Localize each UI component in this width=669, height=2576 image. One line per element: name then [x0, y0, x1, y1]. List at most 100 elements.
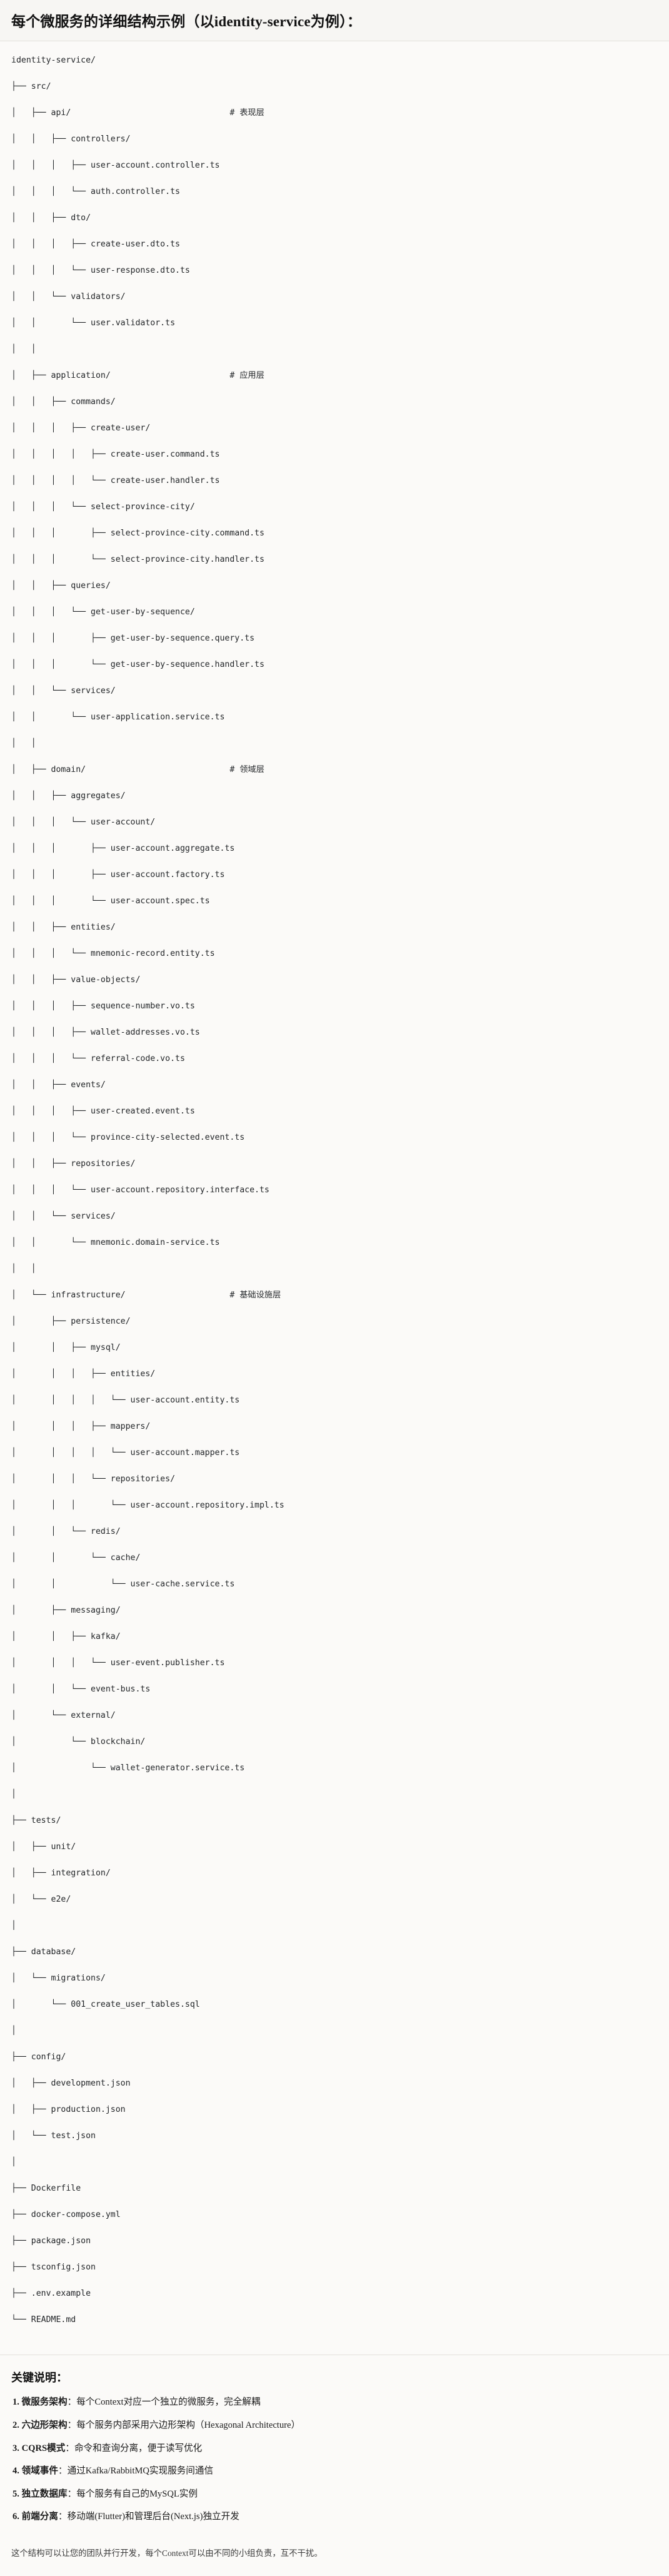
tree-row: │ │ ├── aggregates/ — [11, 789, 658, 803]
tree-row: │ │ │ ├── user-account.controller.ts — [11, 159, 658, 172]
tree-row: │ │ │ └── repositories/ — [11, 1473, 658, 1486]
tree-path: │ └── blockchain/ — [11, 1737, 146, 1747]
tree-row: │ │ ├── value-objects/ — [11, 973, 658, 986]
tree-row: │ │ │ ├── user-account.aggregate.ts — [11, 842, 658, 855]
tree-path: │ │ │ └── referral-code.vo.ts — [11, 1054, 185, 1064]
tree-row: │ └── blockchain/ — [11, 1735, 658, 1748]
tree-path: ├── config/ — [11, 2052, 66, 2062]
tree-path: │ │ │ └── user-response.dto.ts — [11, 266, 190, 276]
tree-row: │ │ │ ├── wallet-addresses.vo.ts — [11, 1026, 658, 1039]
tree-row: │ └── external/ — [11, 1709, 658, 1722]
tree-row: │ ├── unit/ — [11, 1840, 658, 1853]
tree-row: ├── Dockerfile — [11, 2182, 658, 2195]
tree-path: │ │ ├── controllers/ — [11, 134, 131, 145]
tree-path: │ │ │ └── user-account.repository.impl.t… — [11, 1501, 284, 1511]
tree-row: │ │ └── user-application.service.ts — [11, 711, 658, 724]
tree-row: │ │ └── mnemonic.domain-service.ts — [11, 1236, 658, 1249]
directory-tree: identity-service/ ├── src/ │ ├── api/ # … — [11, 54, 658, 2340]
tree-row: │ ├── development.json — [11, 2077, 658, 2090]
tree-path: └── README.md — [11, 2315, 76, 2325]
tree-path: │ │ │ └── user-account/ — [11, 818, 156, 828]
tree-path: ├── tsconfig.json — [11, 2263, 96, 2273]
tree-path: │ │ ├── kafka/ — [11, 1632, 121, 1642]
tree-path: ├── src/ — [11, 82, 51, 92]
tree-row: │ │ └── services/ — [11, 1210, 658, 1223]
tree-path: │ — [11, 1790, 16, 1800]
tree-row: │ │ │ └── mnemonic-record.entity.ts — [11, 947, 658, 960]
tree-path: │ │ │ ├── create-user.dto.ts — [11, 240, 180, 250]
tree-path: │ ├── integration/ — [11, 1869, 111, 1879]
tree-path: │ │ │ ├── user-account.aggregate.ts — [11, 844, 235, 854]
key-note-term: 微服务架构 — [21, 2397, 68, 2408]
key-note-item: 领域事件：通过Kafka/RabbitMQ实现服务间通信 — [13, 2464, 658, 2478]
key-note-separator: ： — [58, 2466, 68, 2477]
tree-row: │ │ ├── kafka/ — [11, 1630, 658, 1643]
tree-comment: # 应用层 — [229, 371, 264, 381]
key-note-item: 微服务架构：每个Context对应一个独立的微服务，完全解耦 — [13, 2395, 658, 2410]
tree-path: │ └── test.json — [11, 2131, 96, 2141]
tree-path: │ │ ├── value-objects/ — [11, 975, 141, 985]
tree-row: │ │ │ └── get-user-by-sequence.handler.t… — [11, 658, 658, 671]
tree-row: │ │ │ │ ├── create-user.command.ts — [11, 448, 658, 461]
tree-path: │ │ │ └── get-user-by-sequence.handler.t… — [11, 660, 264, 670]
tree-row: │ │ └── event-bus.ts — [11, 1683, 658, 1696]
tree-path: │ — [11, 1921, 16, 1931]
tree-path: │ │ │ │ └── create-user.handler.ts — [11, 476, 220, 486]
tree-row: │ │ │ ├── get-user-by-sequence.query.ts — [11, 632, 658, 645]
tree-row: │ │ └── services/ — [11, 684, 658, 697]
tree-row: │ │ ├── entities/ — [11, 921, 658, 934]
tree-row: │ │ │ └── referral-code.vo.ts — [11, 1052, 658, 1065]
tree-path: │ │ └── services/ — [11, 686, 116, 696]
tree-path: │ │ └── cache/ — [11, 1553, 141, 1563]
tree-path: │ ├── persistence/ — [11, 1317, 131, 1327]
tree-path: │ │ └── services/ — [11, 1212, 116, 1222]
tree-row: │ │ │ └── province-city-selected.event.t… — [11, 1131, 658, 1144]
tree-path: │ ├── development.json — [11, 2079, 131, 2089]
tree-path: │ │ │ └── auth.controller.ts — [11, 187, 180, 197]
key-notes-list: 微服务架构：每个Context对应一个独立的微服务，完全解耦六边形架构：每个服务… — [11, 2395, 658, 2524]
tree-path: │ │ ├── commands/ — [11, 397, 116, 407]
tree-path: │ │ │ └── mnemonic-record.entity.ts — [11, 949, 215, 959]
tree-row: │ │ ├── commands/ — [11, 395, 658, 408]
key-note-item: 六边形架构：每个服务内部采用六边形架构（Hexagonal Architectu… — [13, 2418, 658, 2433]
tree-path: │ │ └── redis/ — [11, 1527, 121, 1537]
tree-row: │ │ │ └── user-account/ — [11, 816, 658, 829]
key-note-item: CQRS模式：命令和查询分离，便于读写优化 — [13, 2442, 658, 2456]
tree-path: │ │ │ └── get-user-by-sequence/ — [11, 607, 195, 617]
tree-row: │ │ ├── controllers/ — [11, 133, 658, 146]
tree-path: │ │ │ │ └── user-account.entity.ts — [11, 1396, 240, 1406]
tree-path: │ │ │ └── select-province-city/ — [11, 502, 195, 512]
tree-row: ├── tsconfig.json — [11, 2261, 658, 2274]
tree-path: │ ├── production.json — [11, 2105, 126, 2115]
tree-path: │ ├── application/ — [11, 371, 111, 381]
tree-row: │ │ └── user-cache.service.ts — [11, 1578, 658, 1591]
tree-comment: # 表现层 — [229, 108, 264, 118]
tree-row: │ │ │ ├── sequence-number.vo.ts — [11, 1000, 658, 1013]
tree-row: │ │ │ └── select-province-city/ — [11, 500, 658, 514]
key-note-separator: ： — [67, 2488, 77, 2499]
key-note-term: 六边形架构 — [21, 2420, 68, 2430]
tree-row: │ │ └── cache/ — [11, 1551, 658, 1564]
tree-path: │ └── wallet-generator.service.ts — [11, 1763, 245, 1773]
tree-row: │ ├── integration/ — [11, 1867, 658, 1880]
tree-path: │ └── external/ — [11, 1711, 116, 1721]
tree-path: │ │ └── mnemonic.domain-service.ts — [11, 1238, 220, 1248]
key-note-separator: ： — [67, 2420, 77, 2430]
directory-tree-block: identity-service/ ├── src/ │ ├── api/ # … — [0, 41, 669, 2351]
tree-row: │ └── e2e/ — [11, 1893, 658, 1906]
key-notes-heading: 关键说明： — [11, 2371, 68, 2385]
tree-path: │ │ │ ├── create-user/ — [11, 423, 151, 434]
tree-path: ├── .env.example — [11, 2289, 91, 2299]
tree-path: ├── docker-compose.yml — [11, 2210, 121, 2220]
tree-row: │ — [11, 1919, 658, 1932]
tree-row: │ │ │ └── get-user-by-sequence/ — [11, 606, 658, 619]
tree-row: │ │ │ └── user-account.spec.ts — [11, 895, 658, 908]
tree-row: │ │ │ └── user-account.repository.interf… — [11, 1184, 658, 1197]
tree-path: │ │ │ ├── sequence-number.vo.ts — [11, 1001, 195, 1012]
tree-path: ├── package.json — [11, 2236, 91, 2246]
tree-row: │ │ │ └── user-event.publisher.ts — [11, 1656, 658, 1670]
closing-text: 这个结构可以让您的团队并行开发，每个Context可以由不同的小组负责，互不干扰… — [11, 2548, 323, 2558]
tree-path: │ │ │ ├── wallet-addresses.vo.ts — [11, 1028, 200, 1038]
tree-path: │ │ │ ├── user-created.event.ts — [11, 1107, 195, 1117]
